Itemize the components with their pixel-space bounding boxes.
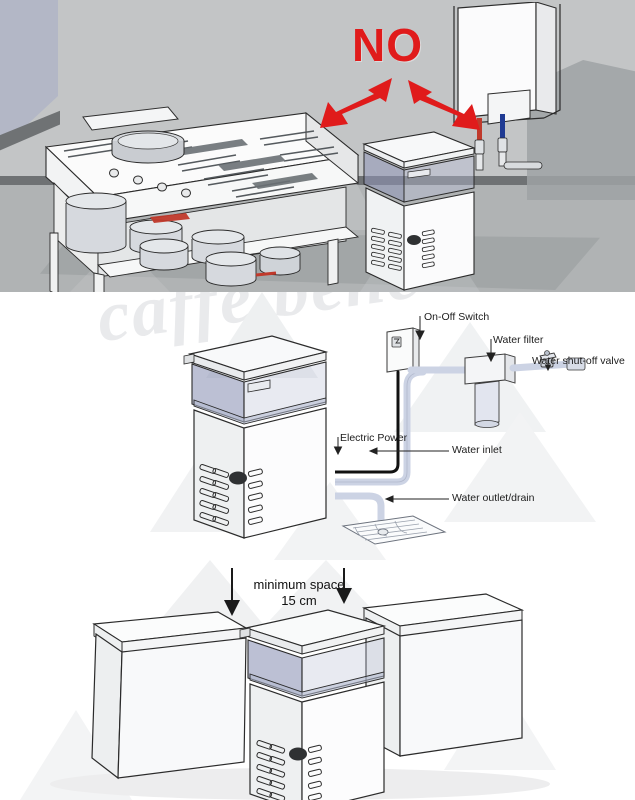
water-inlet-pipe bbox=[335, 368, 427, 486]
arrow-to-water-heater bbox=[408, 80, 480, 130]
left-adjacent-cabinet bbox=[91, 611, 248, 780]
panel-connections: caffe bene bbox=[0, 292, 635, 560]
minimum-space-value: 15 cm bbox=[281, 593, 317, 608]
ice-machine-connections bbox=[183, 335, 329, 539]
arrow-to-stove bbox=[320, 78, 392, 128]
stored-pots bbox=[65, 192, 301, 287]
label-water-outlet-drain: Water outlet/drain bbox=[452, 492, 535, 504]
water-filter-canister bbox=[464, 353, 516, 428]
label-water-filter: Water filter bbox=[493, 334, 544, 346]
label-on-off-switch: On-Off Switch bbox=[424, 311, 490, 323]
on-off-switch-box bbox=[386, 327, 420, 373]
floor-drain-grate bbox=[341, 515, 447, 545]
water-outlet-pipe bbox=[335, 492, 385, 538]
plumbing-schematic bbox=[335, 327, 586, 545]
burner-knob-group bbox=[109, 168, 191, 198]
brand-badge bbox=[407, 235, 421, 245]
panel-incorrect-installation: NO bbox=[0, 0, 635, 292]
no-warning-label: NO bbox=[352, 19, 423, 71]
cold-water-pipe bbox=[500, 114, 505, 140]
electric-power-cable bbox=[335, 370, 400, 474]
center-ice-machine bbox=[239, 609, 387, 800]
label-electric-power: Electric Power bbox=[340, 432, 408, 444]
commercial-gas-range bbox=[44, 106, 360, 292]
label-water-shutoff-valve: Water shut-off valve bbox=[532, 355, 625, 367]
label-water-inlet: Water inlet bbox=[452, 444, 502, 456]
clearance-arrows bbox=[224, 568, 352, 616]
panel-clearance: minimum space 15 cm bbox=[0, 560, 635, 800]
wall-water-heater bbox=[453, 2, 561, 171]
brand-badge bbox=[229, 471, 247, 485]
right-adjacent-cabinet bbox=[361, 593, 525, 757]
ice-machine-wrong-position bbox=[362, 131, 476, 291]
minimum-space-label: minimum space bbox=[253, 577, 345, 592]
warning-arrows bbox=[320, 78, 480, 130]
hot-water-pipe bbox=[477, 118, 482, 142]
brand-badge bbox=[289, 747, 307, 761]
